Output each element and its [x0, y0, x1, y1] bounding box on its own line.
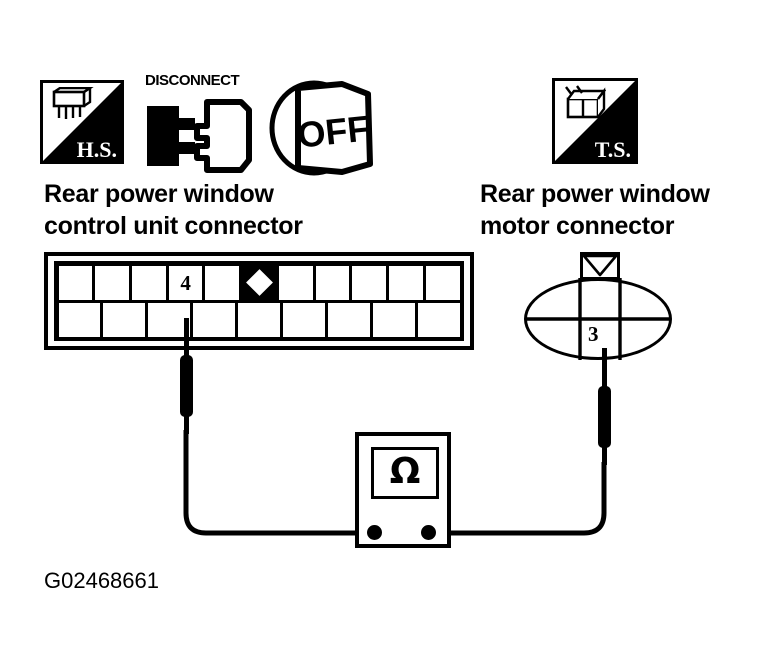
condition-icon-strip: H.S. DISCONNECT OFF — [40, 70, 380, 180]
connector-pin-grid: 4 — [55, 262, 463, 340]
disconnect-icon: DISCONNECT — [145, 72, 260, 180]
disconnect-connector-icon — [147, 99, 252, 173]
left-probe-tip — [183, 318, 189, 360]
left-connector-heading: Rear power window control unit connector — [44, 178, 303, 242]
right-probe-body — [597, 386, 611, 448]
connector-pin-cell[interactable] — [92, 262, 132, 303]
harness-side-connector-icon — [52, 87, 94, 119]
hs-badge-label: H.S. — [76, 137, 117, 162]
connector-bottom-row — [55, 299, 463, 340]
connector-pin-cell[interactable] — [55, 262, 96, 303]
ts-diagonal-fill — [555, 81, 635, 161]
connector-top-row: 4 — [55, 262, 463, 303]
right-probe-shaft — [601, 443, 607, 465]
chevron-down-icon — [583, 255, 617, 277]
terminal-side-connector-icon — [565, 85, 606, 119]
connector-pin-cell[interactable] — [55, 299, 104, 340]
ohmmeter-terminal-left[interactable] — [367, 525, 382, 540]
connector-pin-cell[interactable] — [279, 299, 328, 340]
motor-connector-tab — [580, 252, 620, 280]
disconnect-label: DISCONNECT — [145, 72, 240, 89]
ohmmeter-terminal-right[interactable] — [421, 525, 436, 540]
left-heading-line2: control unit connector — [44, 212, 303, 240]
connector-inner-frame: 4 — [54, 261, 464, 341]
ts-badge-label: T.S. — [594, 137, 631, 162]
left-heading-line1: Rear power window — [44, 180, 274, 208]
right-probe-tip — [601, 348, 607, 390]
right-heading-line2: motor connector — [480, 212, 675, 240]
motor-pin-number: 3 — [588, 322, 599, 346]
motor-connector[interactable]: 3 — [518, 252, 678, 362]
connector-pin-cell[interactable] — [128, 262, 169, 303]
right-connector-heading: Rear power window motor connector — [480, 178, 710, 242]
motor-connector-divider-lines — [526, 278, 670, 360]
ts-badge: T.S. — [552, 78, 638, 164]
ignition-key-off-icon: OFF — [269, 80, 373, 176]
ohmmeter-display: Ω — [371, 447, 439, 499]
off-label: OFF — [295, 107, 371, 155]
connector-pin-cell[interactable] — [369, 299, 418, 340]
ignition-off-icon: OFF — [268, 78, 378, 178]
right-test-lead — [428, 462, 607, 536]
left-probe-body — [179, 355, 193, 417]
right-heading-line1: Rear power window — [480, 180, 710, 208]
connector-pin-number: 4 — [180, 271, 191, 295]
figure-caption: G02468661 — [44, 568, 159, 593]
connector-pin-cell[interactable] — [414, 299, 463, 340]
left-test-lead — [183, 430, 374, 536]
hs-badge: H.S. — [40, 80, 124, 164]
hs-diagonal-fill — [43, 83, 121, 161]
left-probe-shaft — [183, 412, 189, 434]
control-unit-connector[interactable]: 4 — [44, 252, 474, 350]
connector-pin-cell[interactable] — [324, 299, 373, 340]
omega-symbol: Ω — [389, 451, 421, 492]
